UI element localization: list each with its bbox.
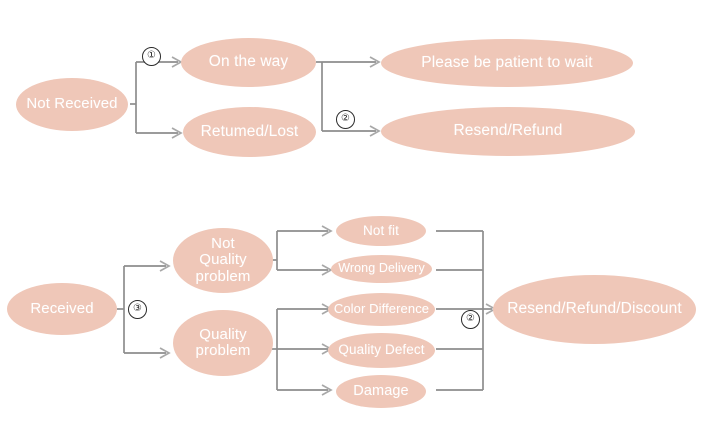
node-received-label: Received [30, 299, 94, 317]
marker-2-bottom-label: ② [466, 313, 475, 324]
node-returned-lost-label: Retumed/Lost [200, 122, 299, 140]
node-quality-defect[interactable]: Quality Defect [328, 333, 435, 368]
node-not-quality-problem[interactable]: Not Quality problem [173, 228, 273, 293]
node-on-the-way-label: On the way [208, 53, 289, 71]
marker-3-label: ③ [133, 303, 142, 314]
marker-1-label: ① [147, 50, 156, 61]
node-color-difference[interactable]: Color Difference [328, 293, 435, 326]
marker-2-bottom: ② [461, 310, 480, 329]
marker-2-top: ② [336, 110, 355, 129]
node-damage-label: Damage [353, 382, 409, 399]
node-quality-defect-label: Quality Defect [338, 342, 425, 358]
marker-3: ③ [128, 300, 147, 319]
node-not-received-label: Not Received [26, 95, 118, 113]
node-quality-problem[interactable]: Quality problem [173, 310, 273, 376]
marker-1: ① [142, 47, 161, 66]
node-resend-refund-discount-label: Resend/Refund/Discount [507, 300, 682, 318]
node-resend-refund-discount[interactable]: Resend/Refund/Discount [493, 275, 696, 344]
node-received[interactable]: Received [7, 283, 117, 335]
arrowhead-returnedlost [171, 127, 183, 139]
node-returned-lost[interactable]: Retumed/Lost [183, 107, 316, 157]
node-damage[interactable]: Damage [336, 375, 426, 408]
node-not-quality-problem-label: Not Quality problem [195, 235, 251, 285]
node-wrong-delivery-label: Wrong Delivery [338, 261, 425, 276]
node-not-received[interactable]: Not Received [16, 78, 128, 131]
node-please-be-patient[interactable]: Please be patient to wait [381, 39, 633, 87]
node-quality-problem-label: Quality problem [195, 325, 251, 359]
arrowhead-resendrefund [369, 125, 381, 137]
node-please-be-patient-label: Please be patient to wait [421, 53, 593, 71]
node-on-the-way[interactable]: On the way [181, 38, 316, 87]
arrowhead-notfit [321, 225, 333, 237]
node-not-fit-label: Not fit [363, 222, 399, 238]
arrowhead-quality [159, 347, 171, 359]
node-color-difference-label: Color Difference [333, 301, 430, 317]
node-resend-refund-label: Resend/Refund [453, 122, 563, 140]
arrowhead-notquality [159, 260, 171, 272]
node-wrong-delivery[interactable]: Wrong Delivery [331, 255, 432, 283]
node-not-fit[interactable]: Not fit [336, 216, 426, 246]
marker-2-top-label: ② [341, 113, 350, 124]
node-resend-refund[interactable]: Resend/Refund [381, 107, 635, 156]
arrowhead-damage [321, 384, 333, 396]
arrowhead-patient [369, 56, 381, 68]
